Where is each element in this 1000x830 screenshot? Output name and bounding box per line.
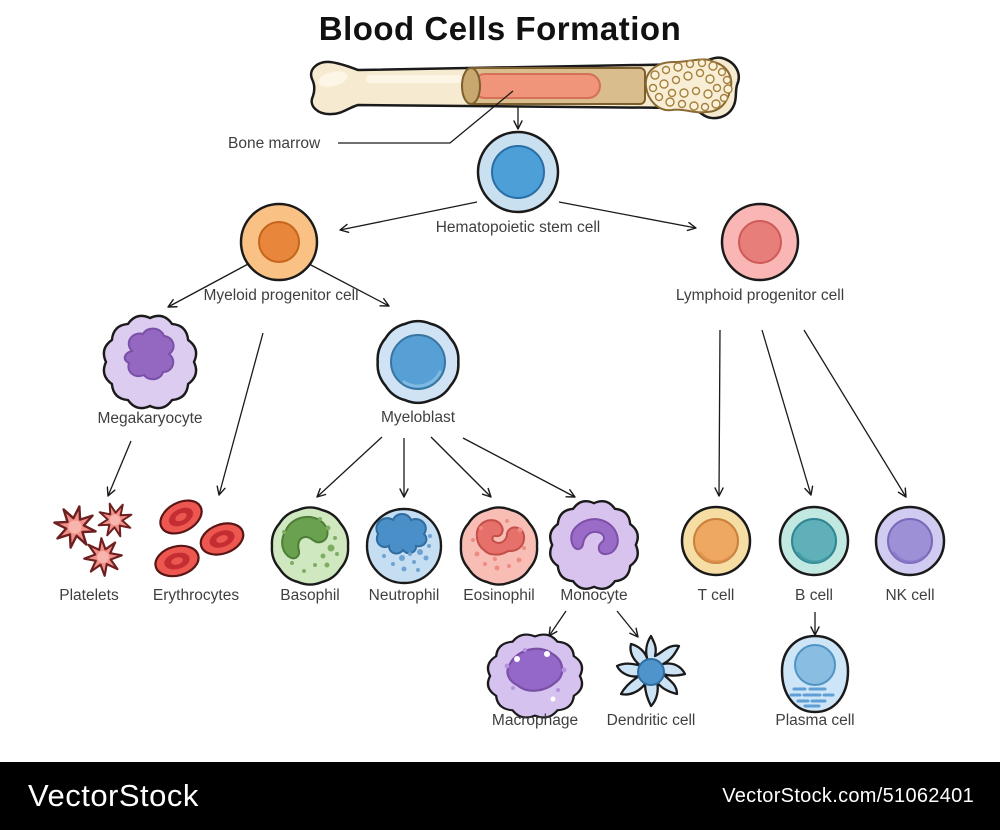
arrow-myeloid-to-myeloblast [308, 263, 390, 307]
erythrocytes-icon [154, 499, 245, 578]
platelets-icon [48, 497, 138, 585]
label-hematopoietic-stem-cell: Hematopoietic stem cell [435, 219, 601, 236]
arrow-myeloblast-to-monocyte [462, 437, 576, 498]
b-cell-icon [778, 505, 850, 577]
label-monocyte: Monocyte [560, 587, 628, 604]
arrow-myeloblast-to-eosinophil [430, 436, 492, 498]
label-dendritic-cell: Dendritic cell [606, 712, 696, 729]
label-bone-marrow: Bone marrow [228, 135, 321, 152]
label-myeloid-progenitor: Myeloid progenitor cell [203, 287, 359, 304]
arrow-megakaryocyte-to-platelets [106, 440, 132, 497]
bone-spongy-texture [648, 58, 733, 112]
blood-cells-diagram [48, 56, 946, 719]
arrow-myeloblast-to-basophil [316, 436, 383, 498]
bone-cut-rim [461, 67, 481, 105]
label-macrophage: Macrophage [491, 712, 579, 729]
arrow-myeloid-to-erythrocytes [216, 332, 264, 496]
arrow-lymphoid-to-bcell [761, 329, 814, 496]
arrow-myeloid-to-megakaryocyte [167, 262, 251, 308]
label-basophil: Basophil [280, 587, 340, 604]
connector-arrows [106, 90, 907, 638]
macrophage-icon [486, 633, 584, 719]
myeloblast-icon [376, 319, 460, 405]
label-erythrocytes: Erythrocytes [152, 587, 240, 604]
dendritic-cell-icon [615, 634, 687, 708]
label-megakaryocyte: Megakaryocyte [97, 410, 203, 427]
eosinophil-icon [459, 506, 539, 586]
watermark-url: VectorStock.com/51062401 [722, 784, 974, 807]
bone-marrow-pointer-line [338, 90, 514, 144]
label-myeloblast: Myeloblast [380, 409, 456, 426]
label-nk-cell: NK cell [885, 587, 935, 604]
label-b-cell: B cell [795, 587, 833, 604]
megakaryocyte-icon [102, 314, 198, 410]
bone-marrow-core [472, 73, 601, 99]
arrow-stem-to-lymphoid [558, 201, 697, 232]
arrow-monocyte-to-macrophage [548, 610, 567, 637]
label-platelets: Platelets [59, 587, 119, 604]
myeloid-progenitor-icon [239, 202, 319, 282]
monocyte-icon [549, 500, 639, 590]
nk-cell-icon [874, 505, 946, 577]
bone-illustration [309, 56, 740, 120]
label-plasma-cell: Plasma cell [775, 712, 855, 729]
t-cell-icon [680, 505, 752, 577]
arrow-stem-to-myeloid [339, 201, 478, 234]
label-lymphoid-progenitor: Lymphoid progenitor cell [675, 287, 845, 304]
vectorstock-logo: VectorStock [28, 778, 199, 813]
hematopoietic-stem-cell-icon [476, 130, 560, 214]
page-title: Blood Cells Formation [318, 10, 682, 47]
label-eosinophil: Eosinophil [463, 587, 535, 604]
lymphoid-progenitor-icon [720, 202, 800, 282]
neutrophil-icon [365, 507, 443, 585]
watermark-bar: VectorStock VectorStock.com/51062401 [0, 762, 1000, 830]
label-t-cell: T cell [697, 587, 735, 604]
arrow-monocyte-to-dendritic [616, 610, 639, 638]
arrow-lymphoid-to-tcell [714, 329, 724, 497]
arrow-lymphoid-to-nkcell [803, 329, 907, 498]
plasma-cell-icon [780, 634, 850, 714]
basophil-icon [270, 506, 350, 586]
label-neutrophil: Neutrophil [368, 587, 440, 604]
